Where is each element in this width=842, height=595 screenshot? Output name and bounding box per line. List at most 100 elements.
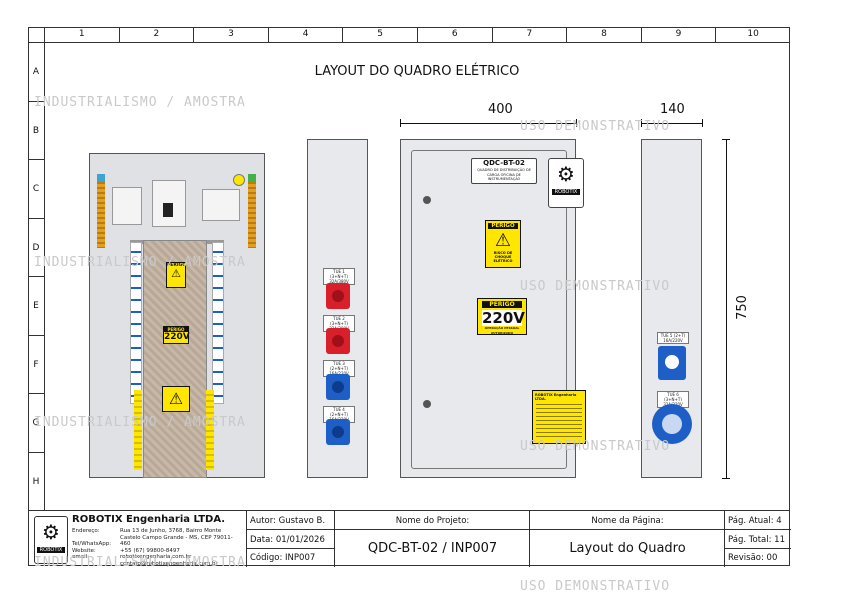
socket-blue-2 [326,419,350,445]
dimension-tick [641,119,642,127]
identification-plate: QDC-BT-02 QUADRO DE DISTRIBUIÇÃO DE CARG… [471,158,537,184]
address-label: Endereço: [72,528,100,534]
drawing-title: LAYOUT DO QUADRO ELÉTRICO [314,64,520,79]
row-H: H [28,452,44,510]
watermark-5: INDUSTRIALISMO / AMOSTRA [34,415,246,430]
interior-voltage-title: PERIGO [164,327,188,332]
interior-warning-sign-large: ⚠ [162,386,190,412]
ground-symbol-icon [233,174,245,186]
voltage-subtext: OPERAÇÃO PESSOAL AUTORIZADO [484,326,520,335]
row-D: D [28,218,44,276]
socket-face [665,355,679,369]
main-breaker-handle [163,203,173,217]
dimension-tick [400,119,401,127]
contact-labels: Endereço: Tel/WhatsApp: Website: email: [72,528,120,561]
column-7: 7 [491,27,567,42]
terminal-block-bottom-right [206,390,214,470]
socket-blue-1 [326,374,350,400]
company-logo-text: ROBOTIX [37,547,65,553]
dimension-tick [722,139,730,140]
watermark-4: USO DEMONSTRATIVO [520,279,671,294]
dimension-tick [702,119,703,127]
watermark-8: USO DEMONSTRATIVO [520,579,671,594]
socket-label-5: TUE 5 (2+T) 16A/220V [657,332,689,344]
door-latch-top [423,196,431,204]
terminal-strip-left [97,174,105,248]
column-1: 1 [44,27,119,42]
watermark-2: USO DEMONSTRATIVO [520,119,671,134]
interior-warning-title: PERIGO [167,263,187,268]
watermark-6: USO DEMONSTRATIVO [520,439,671,454]
row-E: E [28,276,44,335]
column-2: 2 [118,27,194,42]
socket-face [332,290,344,302]
socket-face [332,426,344,438]
dimension-side-width: 140 [660,102,685,117]
breaker-column-right [212,242,224,404]
page-number-column: Pág. Atual: 4 Pág. Total: 11 Revisão: 00 [724,511,791,567]
author: Autor: Gustavo B. [250,516,326,526]
project-name: QDC-BT-02 / INP007 [367,541,498,556]
dimension-tick [576,119,577,127]
revision: Revisão: 00 [728,553,778,563]
contact-values: Rua 13 de Junho, 3768, Bairro Monte Cast… [120,528,242,567]
code: Código: INP007 [250,553,316,563]
socket-blue-3 [658,346,686,380]
column-header: 1 2 3 4 5 6 7 8 9 10 [44,27,790,43]
dimension-height: 750 [734,295,750,320]
gear-icon: ⚙ [42,520,60,544]
door-latch-bottom [423,400,431,408]
main-breaker-1 [112,187,142,225]
interior-warning-sign: PERIGO ⚠ [166,262,186,288]
drawing-sheet [28,27,790,566]
page-name-cell: Nome da Página: Layout do Quadro [529,511,725,567]
ground-marker-left [97,174,105,182]
row-G: G [28,393,44,452]
right-side-view: TUE 5 (2+T) 16A/220V TUE 6 (3+N+T) 32A/2… [641,139,702,478]
gear-icon: ⚙ [557,162,575,186]
project-name-label: Nome do Projeto: [395,516,470,526]
column-8: 8 [566,27,641,42]
phone-label: Tel/WhatsApp: [72,541,112,547]
project-name-cell: Nome do Projeto: QDC-BT-02 / INP007 [334,511,530,567]
column-10: 10 [715,27,790,42]
row-B: B [28,101,44,159]
watermark-3: INDUSTRIALISMO / AMOSTRA [34,255,246,270]
interior-mounting-plate: PERIGO ⚠ PERIGO 220V ⚠ [89,153,265,478]
equipment-nameplate: ROBOTIX Engenharia LTDA. [532,390,586,444]
socket-label-1: TUE 1 (3+N+T) 32A/380V [323,268,355,285]
socket-face [332,335,344,347]
ground-marker-right [248,174,256,182]
row-F: F [28,335,44,393]
page-name-label: Nome da Página: [591,516,664,526]
page-total: Pág. Total: 11 [728,535,785,545]
row-A: A [28,42,44,101]
shock-warning-sign: PERIGO ⚠ RISCO DE CHOQUE ELÉTRICO [485,220,521,268]
socket-red-2 [326,328,350,354]
title-block: ⚙ ROBOTIX ROBOTIX Engenharia LTDA. Ender… [28,510,791,567]
page-current: Pág. Atual: 4 [728,516,782,526]
company-name: ROBOTIX Engenharia LTDA. [72,514,226,525]
column-9: 9 [640,27,716,42]
front-door-view: QDC-BT-02 QUADRO DE DISTRIBUIÇÃO DE CARG… [400,139,586,478]
socket-red-1 [326,283,350,309]
dimension-line-width [400,123,576,124]
email-label: email: [72,554,90,560]
brand-logo-plate: ⚙ ROBOTIX [548,158,584,208]
column-3: 3 [193,27,268,42]
voltage-warning-title: PERIGO [482,301,522,308]
email-value: contato@robotixengenharia.com.br [120,560,218,567]
terminal-strip-right [248,174,256,248]
plate-code: QDC-BT-02 [483,159,525,167]
socket-face [332,381,344,393]
company-logo: ⚙ ROBOTIX [34,516,68,564]
watermark-7: INDUSTRIALISMO / AMOSTRA [34,555,246,570]
column-4: 4 [267,27,343,42]
column-5: 5 [342,27,417,42]
warning-triangle-icon: ⚠ [494,230,512,251]
brand-name: ROBOTIX [552,189,580,195]
door-inner-frame [411,150,567,469]
website-value: robotixengenharia.com.br [120,554,192,560]
terminal-block-bottom-left [134,390,142,470]
column-6: 6 [416,27,492,42]
